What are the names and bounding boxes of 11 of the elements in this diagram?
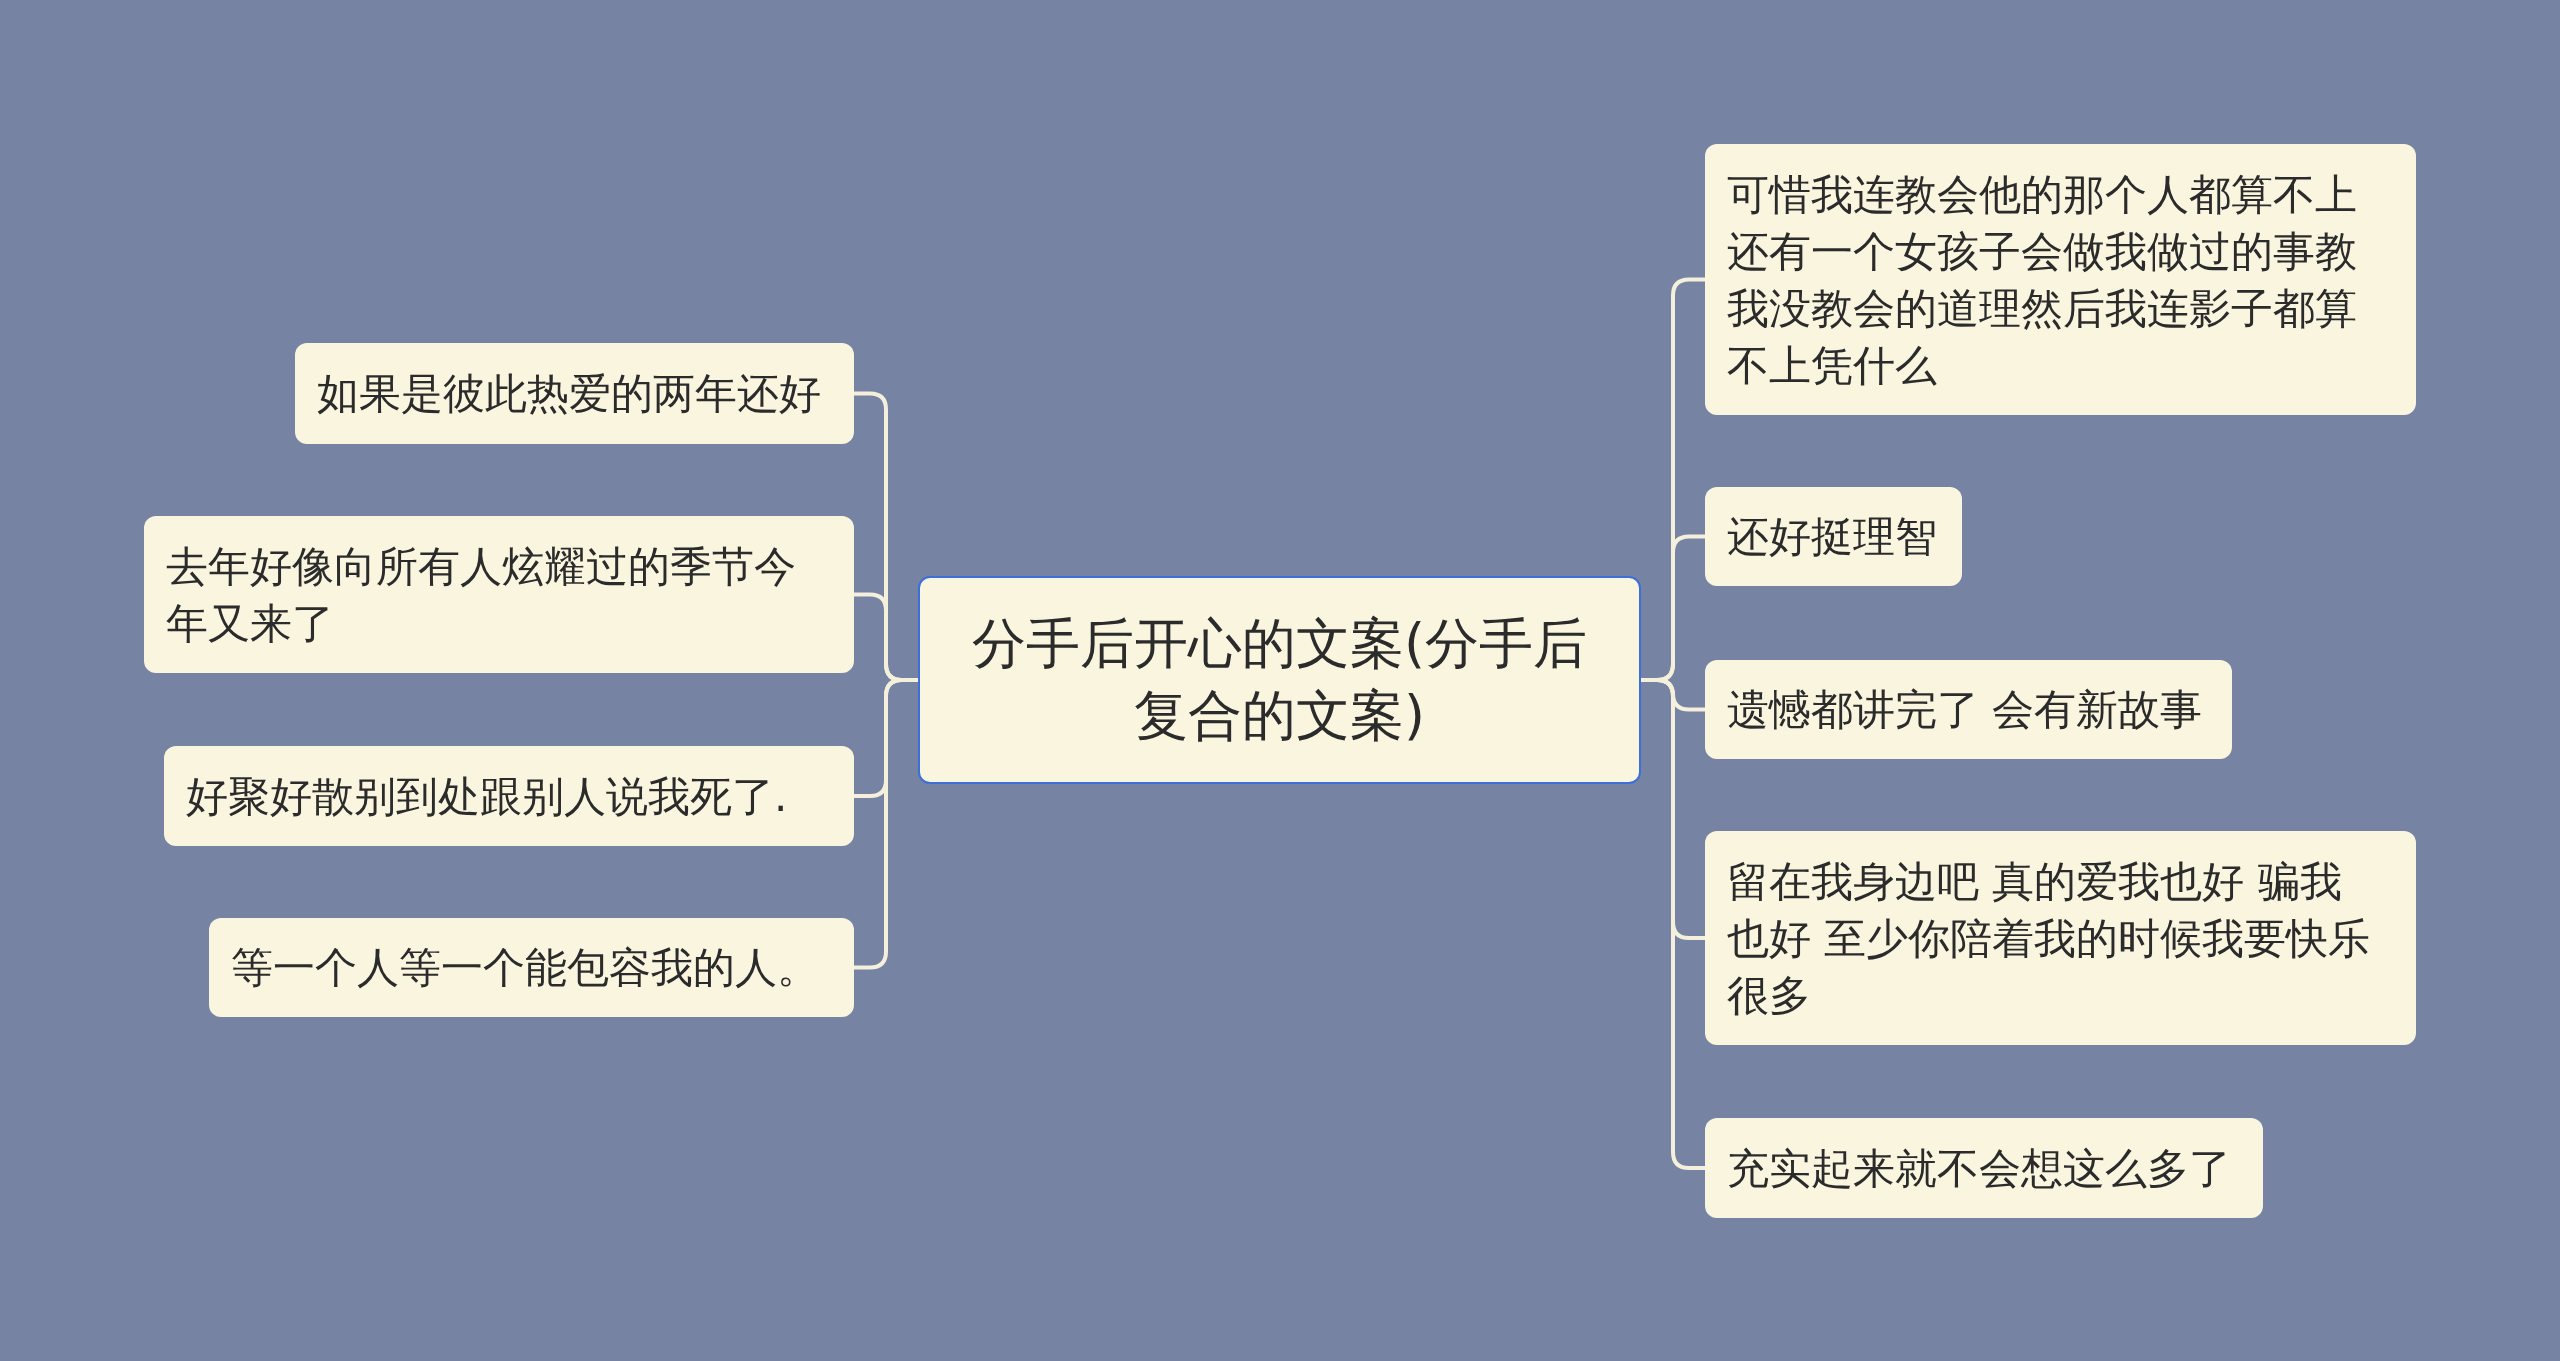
topic-box: 充实起来就不会想这么多了 bbox=[1705, 1118, 2263, 1218]
topic-box: 留在我身边吧 真的爱我也好 骗我也好 至少你陪着我的时候我要快乐很多 bbox=[1705, 831, 2416, 1045]
topic-box: 去年好像向所有人炫耀过的季节今年又来了 bbox=[144, 516, 854, 673]
topic-box: 等一个人等一个能包容我的人。 bbox=[209, 918, 854, 1017]
topic-box: 遗憾都讲完了 会有新故事 bbox=[1705, 660, 2232, 759]
topic-box: 还好挺理智 bbox=[1705, 487, 1962, 586]
connector-line bbox=[1641, 678, 1705, 1170]
topic-box: 可惜我连教会他的那个人都算不上还有一个女孩子会做我做过的事教我没教会的道理然后我连影子都算不上凭什么 bbox=[1705, 144, 2416, 415]
central-topic-box: 分手后开心的文案(分手后复合的文案) bbox=[918, 576, 1641, 784]
topic-box: 好聚好散别到处跟别人说我死了. bbox=[164, 746, 854, 846]
topic-box: 如果是彼此热爱的两年还好 bbox=[295, 343, 854, 444]
